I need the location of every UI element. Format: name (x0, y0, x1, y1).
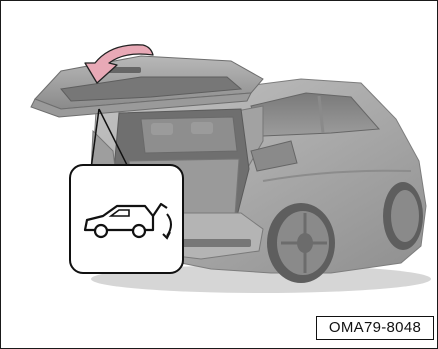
front-wheel (383, 182, 423, 250)
tailgate-open-icon (81, 196, 175, 246)
figure-code-label: OMA79-8048 (316, 316, 434, 340)
tailgate-button-callout (69, 164, 184, 274)
rear-wheel (267, 203, 335, 283)
